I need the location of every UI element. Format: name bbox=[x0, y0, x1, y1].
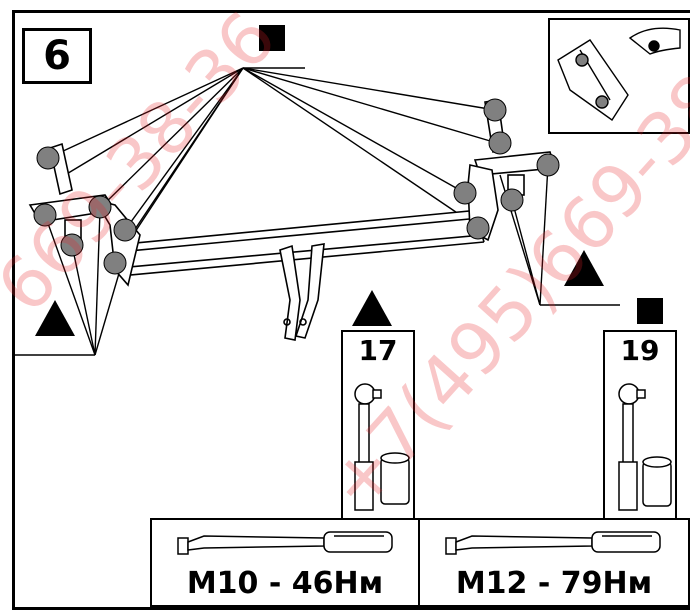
hitch-mount bbox=[279, 243, 325, 341]
socket-size-label: 19 bbox=[620, 334, 660, 367]
leader-lines-triangle-left bbox=[12, 209, 121, 356]
square-marker-top bbox=[259, 25, 285, 51]
square-marker-right bbox=[637, 298, 663, 324]
step-number-box: 6 bbox=[22, 28, 92, 84]
triangle-marker-tool bbox=[352, 290, 392, 326]
torque-wrench-icon bbox=[177, 531, 393, 555]
torque-wrench-icon bbox=[445, 531, 661, 555]
tool-column-17: 17 bbox=[341, 330, 415, 520]
bolt-points bbox=[33, 98, 560, 275]
triangle-marker-right bbox=[564, 250, 604, 286]
torque-spec-m10: M10 - 46Нм bbox=[186, 566, 384, 601]
torque-spec-m12: M12 - 79Нм bbox=[455, 566, 653, 601]
tool-column-19: 19 bbox=[603, 330, 677, 520]
triangle-marker-left bbox=[35, 300, 75, 336]
torque-panel-m12: M12 - 79Нм bbox=[418, 518, 690, 607]
vehicle-location-inset bbox=[548, 18, 690, 134]
step-number: 6 bbox=[43, 33, 71, 79]
cross-beam bbox=[114, 209, 485, 277]
ratchet-socket-icon bbox=[618, 383, 672, 511]
socket-size-label: 17 bbox=[358, 334, 398, 367]
ratchet-socket-icon bbox=[354, 383, 410, 511]
torque-panel-m10: M10 - 46Нм bbox=[150, 518, 420, 607]
leader-lines-square-top bbox=[47, 67, 498, 263]
car-rear-view-icon bbox=[557, 27, 681, 121]
